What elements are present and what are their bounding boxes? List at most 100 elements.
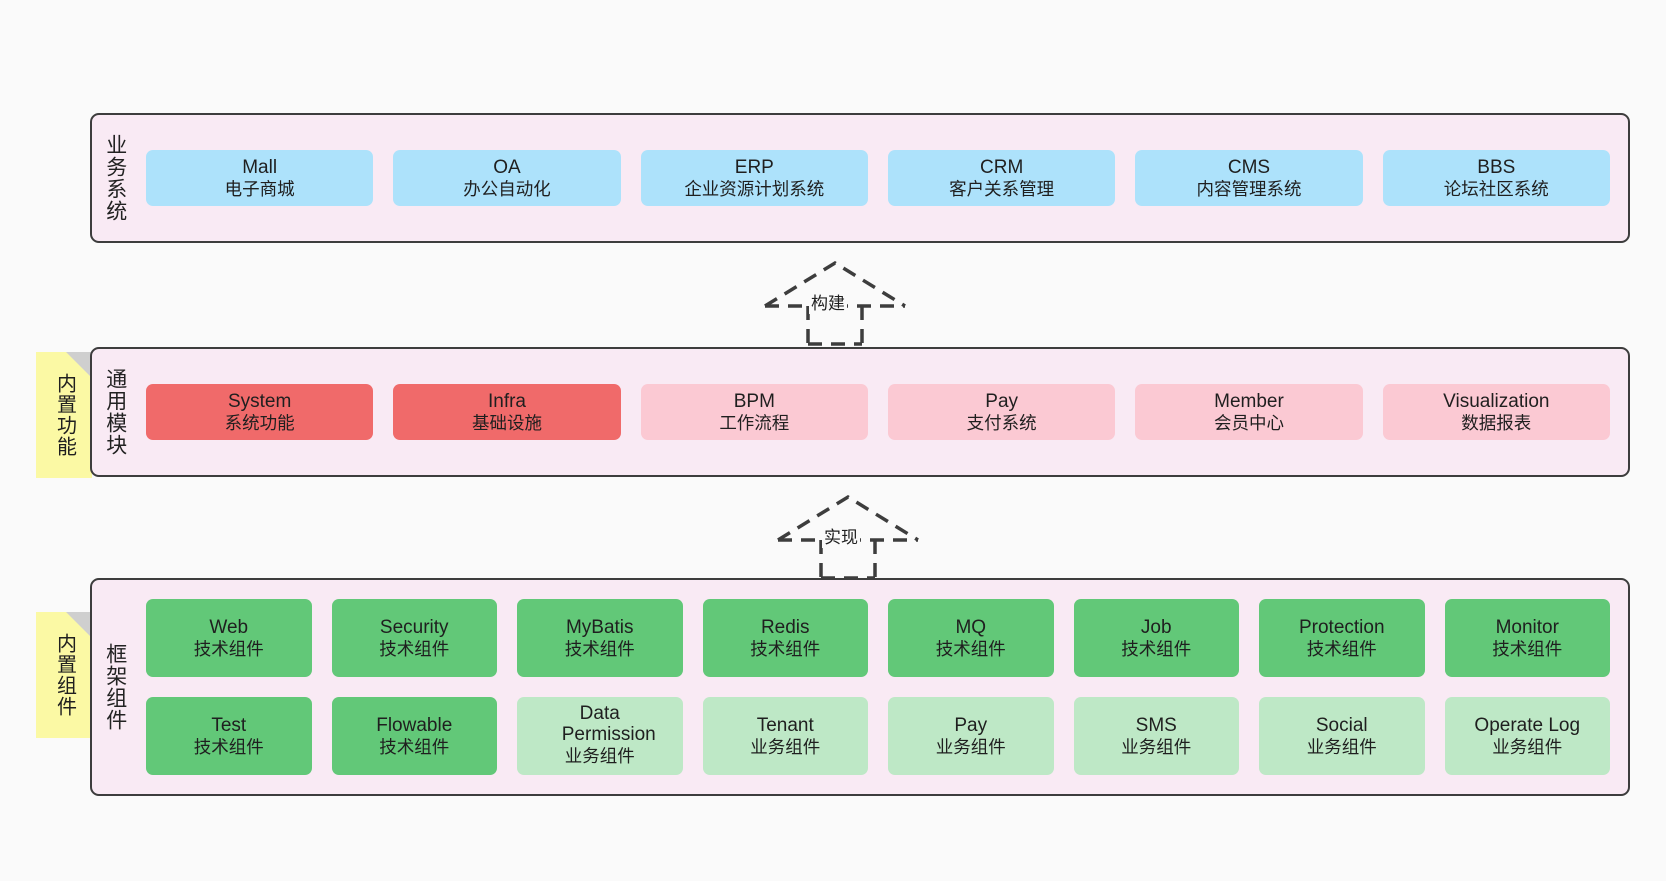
card-subtitle: 技术组件: [379, 736, 450, 757]
card-infra[interactable]: Infra 基础设施: [393, 383, 621, 441]
layer-body-common-modules: System 系统功能 Infra 基础设施 BPM 工作流程 Pay 支付系统…: [138, 349, 1628, 475]
card-security[interactable]: Security 技术组件: [331, 599, 497, 677]
layer-title-framework-components: 框架组件: [103, 643, 127, 731]
card-subtitle: 内容管理系统: [1196, 178, 1302, 199]
card-social[interactable]: Social 业务组件: [1259, 697, 1425, 775]
card-subtitle: 支付系统: [966, 412, 1037, 433]
card-title: BBS: [1477, 156, 1516, 178]
card-subtitle: 基础设施: [471, 412, 542, 433]
card-mq[interactable]: MQ 技术组件: [888, 599, 1054, 677]
card-title: Infra: [487, 390, 526, 412]
sticky-note-builtin-components: 内置组件: [36, 612, 92, 738]
card-erp[interactable]: ERP 企业资源计划系统: [640, 149, 868, 207]
card-bbs[interactable]: BBS 论坛社区系统: [1382, 149, 1610, 207]
card-title: SMS: [1135, 714, 1177, 736]
card-title: Social: [1315, 714, 1368, 736]
card-subtitle: 技术组件: [750, 638, 821, 659]
layer-title-business-systems: 业务系统: [103, 134, 127, 222]
generalization-arrowhead-icon: [764, 260, 906, 308]
card-subtitle: 业务组件: [1121, 736, 1192, 757]
card-title: MyBatis: [565, 616, 634, 638]
card-subtitle: 技术组件: [935, 638, 1006, 659]
sticky-note-label: 内置组件: [53, 633, 76, 717]
card-title: Pay: [985, 390, 1019, 412]
card-subtitle: 技术组件: [1121, 638, 1192, 659]
card-tenant[interactable]: Tenant 业务组件: [702, 697, 868, 775]
connector-label-implement: 实现: [822, 523, 860, 548]
card-sms[interactable]: SMS 业务组件: [1073, 697, 1239, 775]
card-title: Visualization: [1443, 390, 1550, 412]
layer-business-systems: 业务系统 Mall 电子商城 OA 办公自动化 ERP 企业资源计划系统 CRM…: [90, 113, 1630, 243]
card-subtitle: 业务组件: [1492, 736, 1563, 757]
card-title: Web: [209, 616, 249, 638]
card-title: Operate Log: [1474, 714, 1581, 736]
connector-label-build: 构建: [809, 289, 847, 314]
card-subtitle: 客户关系管理: [949, 178, 1055, 199]
card-subtitle: 业务组件: [750, 736, 821, 757]
card-flowable[interactable]: Flowable 技术组件: [331, 697, 497, 775]
card-redis[interactable]: Redis 技术组件: [702, 599, 868, 677]
card-job[interactable]: Job 技术组件: [1073, 599, 1239, 677]
card-member[interactable]: Member 会员中心: [1135, 383, 1363, 441]
card-bpm[interactable]: BPM 工作流程: [640, 383, 868, 441]
card-title: ERP: [734, 156, 774, 178]
card-system[interactable]: System 系统功能: [146, 383, 374, 441]
layer-common-modules: 通用模块 System 系统功能 Infra 基础设施 BPM 工作流程 Pay…: [90, 347, 1630, 477]
card-title: CRM: [980, 156, 1024, 178]
card-web[interactable]: Web 技术组件: [146, 599, 312, 677]
card-title: OA: [493, 156, 521, 178]
card-crm[interactable]: CRM 客户关系管理: [887, 149, 1116, 207]
card-row: System 系统功能 Infra 基础设施 BPM 工作流程 Pay 支付系统…: [146, 383, 1610, 441]
card-title: BPM: [733, 390, 775, 412]
card-title: Tenant: [756, 714, 814, 736]
card-subtitle: 企业资源计划系统: [684, 178, 825, 199]
card-title: Flowable: [376, 714, 453, 736]
card-monitor[interactable]: Monitor 技术组件: [1444, 599, 1610, 677]
card-title: MQ: [955, 616, 987, 638]
card-mybatis[interactable]: MyBatis 技术组件: [517, 599, 683, 677]
layer-body-business-systems: Mall 电子商城 OA 办公自动化 ERP 企业资源计划系统 CRM 客户关系…: [138, 115, 1628, 241]
card-protection[interactable]: Protection 技术组件: [1259, 599, 1425, 677]
card-title: Mall: [242, 156, 278, 178]
card-subtitle: 论坛社区系统: [1443, 178, 1549, 199]
card-title: Security: [379, 616, 449, 638]
card-row: Web 技术组件 Security 技术组件 MyBatis 技术组件 Redi…: [146, 599, 1610, 677]
card-pay[interactable]: Pay 支付系统: [887, 383, 1116, 441]
card-mall[interactable]: Mall 电子商城: [146, 149, 374, 207]
sticky-note-label: 内置功能: [53, 373, 76, 457]
connector-implement: 实现: [773, 492, 923, 580]
card-visualization[interactable]: Visualization 数据报表: [1382, 383, 1610, 441]
card-subtitle: 办公自动化: [463, 178, 551, 199]
card-title: Protection: [1298, 616, 1385, 638]
card-cms[interactable]: CMS 内容管理系统: [1135, 149, 1363, 207]
card-subtitle: 业务组件: [935, 736, 1006, 757]
note-fold-icon: [66, 352, 92, 378]
card-subtitle: 数据报表: [1461, 412, 1532, 433]
card-title: System: [227, 390, 292, 412]
card-title: CMS: [1227, 156, 1271, 178]
note-fold-icon: [66, 612, 92, 638]
card-data-permission[interactable]: Data Permission 业务组件: [517, 697, 683, 775]
card-title: Job: [1140, 616, 1172, 638]
card-title: Data Permission: [561, 703, 656, 746]
card-pay-component[interactable]: Pay 业务组件: [888, 697, 1054, 775]
card-subtitle: 系统功能: [224, 412, 295, 433]
card-subtitle: 技术组件: [193, 638, 264, 659]
card-title: Pay: [954, 714, 988, 736]
card-row: Mall 电子商城 OA 办公自动化 ERP 企业资源计划系统 CRM 客户关系…: [146, 149, 1610, 207]
card-subtitle: 技术组件: [193, 736, 264, 757]
card-title: Monitor: [1495, 616, 1559, 638]
card-subtitle: 技术组件: [1306, 638, 1377, 659]
card-subtitle: 电子商城: [224, 178, 295, 199]
card-title: Redis: [760, 616, 810, 638]
card-subtitle: 技术组件: [379, 638, 450, 659]
layer-title-common-modules: 通用模块: [103, 368, 127, 456]
card-oa[interactable]: OA 办公自动化: [393, 149, 621, 207]
sticky-note-builtin-features: 内置功能: [36, 352, 92, 478]
card-test[interactable]: Test 技术组件: [146, 697, 312, 775]
card-operate-log[interactable]: Operate Log 业务组件: [1444, 697, 1610, 775]
card-subtitle: 工作流程: [719, 412, 790, 433]
card-subtitle: 业务组件: [1306, 736, 1377, 757]
card-subtitle: 技术组件: [564, 638, 635, 659]
